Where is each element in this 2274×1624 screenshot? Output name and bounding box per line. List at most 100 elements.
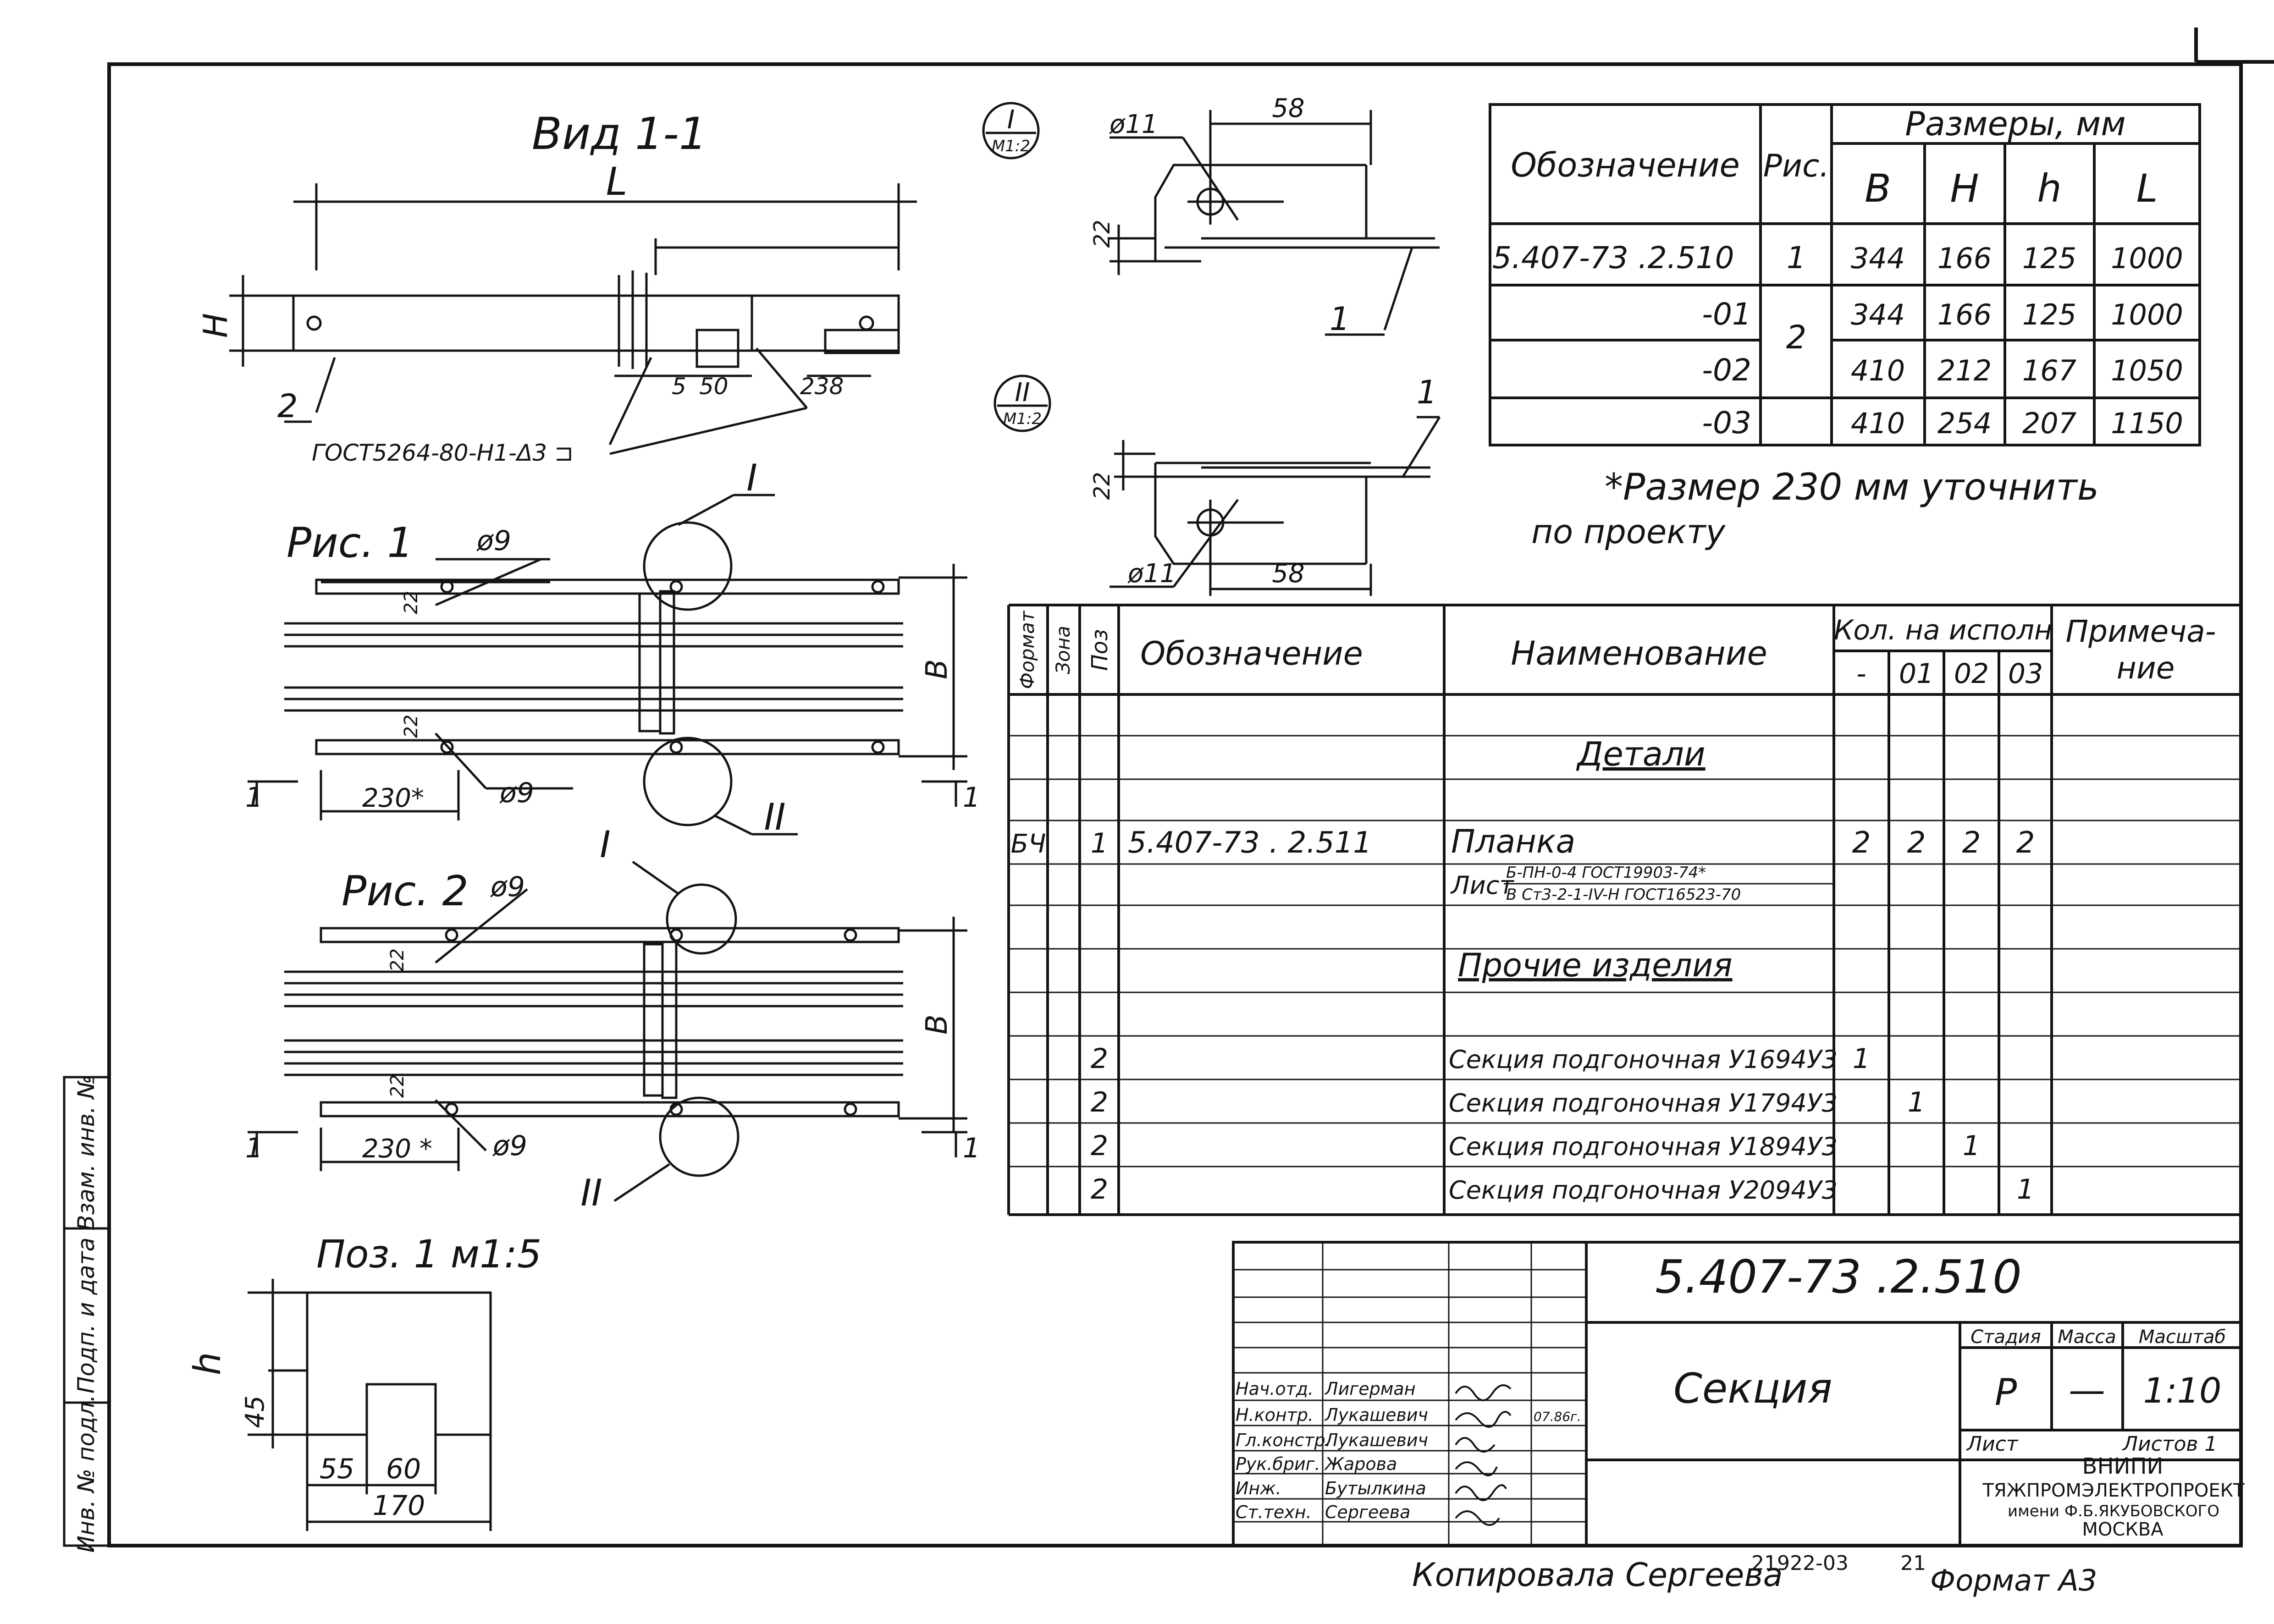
fig2-dim230: 230 * <box>362 1134 432 1164</box>
tb-name-3: Лукашевич <box>1324 1430 1428 1450</box>
fig1-title: Рис. 1 <box>287 519 414 567</box>
bottom-lines: Копировала Сергеева 21922-03 21 Формат А… <box>1412 1552 2097 1598</box>
dims-row3-H: 212 <box>1937 354 1992 387</box>
fig2-d9-bottom: ø9 <box>492 1130 527 1162</box>
detail2-pos: 1 <box>1417 374 1437 411</box>
spec-head-note-line2: ние <box>2117 650 2175 686</box>
fig2-callout-I: I <box>600 823 611 866</box>
detail1-num: I <box>1007 105 1015 135</box>
tb-name-1: Лигерман <box>1324 1379 1416 1399</box>
tb-mass-label: Масса <box>2058 1327 2116 1348</box>
side-stamp: Инв. № подл. Подп. и дата Взам. инв. № <box>63 1075 110 1552</box>
dims-merged-fig: 2 <box>1786 319 1807 356</box>
dim-L: L <box>606 159 628 204</box>
plank-designation: 5.407-73 . 2.511 <box>1128 826 1372 860</box>
dims-row1-L: 1000 <box>2111 242 2183 275</box>
fig2-holes <box>445 928 857 1116</box>
dims-row1-B: 344 <box>1851 242 1905 275</box>
dimensions-table: Обозначение Рис. Размеры, мм В Н h L 5.4… <box>1489 103 2201 446</box>
tb-signatures <box>1455 1384 1512 1526</box>
spec-table: Формат Зона Поз Обозначение Наименование… <box>1007 604 2241 1216</box>
plank-qty-3: 2 <box>2016 826 2035 860</box>
dims-col-H: Н <box>1950 166 1979 211</box>
dims-row2-designation: -01 <box>1702 297 1751 332</box>
dims-col-L: L <box>2136 166 2158 211</box>
fig1-dim22-top: 22 <box>401 591 422 614</box>
dims-row1-designation: 5.407-73 .2.510 <box>1492 240 1734 275</box>
fig2-section-left: 1 <box>245 1132 263 1164</box>
spec-head-designation: Обозначение <box>1140 635 1363 672</box>
detail2-scale: М1:2 <box>1003 410 1042 428</box>
tb-doc-number: 5.407-73 .2.510 <box>1655 1250 2021 1304</box>
tb-scale-label: Масштаб <box>2139 1327 2226 1348</box>
detail2-num: II <box>1015 378 1030 407</box>
note-line2: по проекту <box>1531 512 1726 551</box>
item1-qty: 1 <box>1853 1043 1870 1075</box>
fig1-d9-top: ø9 <box>476 525 511 557</box>
tb-name-5: Бутылкина <box>1325 1478 1426 1498</box>
tb-scale: 1:10 <box>2143 1370 2222 1411</box>
detail2-dim58: 58 <box>1272 559 1304 589</box>
tb-role-5: Инж. <box>1236 1478 1281 1498</box>
fig2-dim-B: В <box>920 1014 954 1035</box>
fig2-dim22-top: 22 <box>387 948 408 972</box>
fig1-callout-II: II <box>764 796 785 838</box>
detail-I: I М1:2 ø11 58 22 1 <box>982 94 1440 338</box>
pos1-dim55: 55 <box>320 1453 354 1485</box>
item3-pos: 2 <box>1091 1130 1108 1162</box>
item4-pos: 2 <box>1091 1173 1108 1206</box>
fig1-section-right: 1 <box>963 782 980 814</box>
fig1-section-left: 1 <box>245 782 263 814</box>
pos1-dim60: 60 <box>386 1453 421 1485</box>
tb-doc-title: Секция <box>1673 1365 1832 1413</box>
detail1-dim22: 22 <box>1089 220 1115 248</box>
fig2-dim22-bottom: 22 <box>387 1074 408 1098</box>
dims-head-designation: Обозначение <box>1511 146 1740 184</box>
item2-qty: 1 <box>1908 1086 1925 1118</box>
fig2-callout-II: II <box>580 1172 602 1214</box>
fig2-d9-top: ø9 <box>490 871 525 903</box>
spec-section-details: Детали <box>1576 735 1705 773</box>
note-line1: *Размер 230 мм уточнить <box>1605 466 2099 508</box>
dims-row3-h: 167 <box>2022 354 2076 387</box>
figure-1: Рис. 1 <box>245 457 980 838</box>
dims-row2-L: 1000 <box>2111 298 2183 331</box>
tb-org-3: имени Ф.Б.ЯКУБОВСКОГО <box>2008 1502 2219 1520</box>
material-top: Б-ПН-0-4 ГОСТ19903-74* <box>1506 864 1706 882</box>
dims-row4-H: 254 <box>1937 407 1992 440</box>
title-block: 5.407-73 .2.510 Секция Стадия Масса Масш… <box>1232 1241 2245 1547</box>
dims-row3-designation: -02 <box>1702 352 1751 388</box>
pos1-dim45: 45 <box>240 1395 270 1428</box>
tb-stage: Р <box>1995 1371 2017 1414</box>
pos1-dim170: 170 <box>373 1490 425 1522</box>
item1-name: Секция подгоночная У1694У3 <box>1449 1045 1838 1074</box>
tb-role-6: Ст.техн. <box>1236 1502 1312 1522</box>
dims-row1-H: 166 <box>1937 242 1992 275</box>
spec-head-qty-0: - <box>1856 658 1866 690</box>
spec-section-other: Прочие изделия <box>1458 947 1733 984</box>
tb-org-1: ВНИПИ <box>2082 1453 2164 1479</box>
plank-pos: 1 <box>1091 827 1108 859</box>
item3-name: Секция подгоночная У1894У3 <box>1449 1132 1838 1161</box>
tb-role-1: Нач.отд. <box>1236 1379 1314 1399</box>
weld-gost: ГОСТ5264-80-Н1-Δ3 ⊐ <box>312 440 574 466</box>
dims-head-fig: Рис. <box>1763 148 1829 184</box>
material-bottom: В Ст3-2-1-IV-Н ГОСТ16523-70 <box>1506 886 1741 904</box>
detail2-d11: ø11 <box>1127 559 1176 589</box>
tb-role-2: Н.контр. <box>1236 1405 1314 1425</box>
spec-head-qty-3: 03 <box>2008 658 2043 690</box>
pos-2-label: 2 <box>277 387 298 425</box>
fig1-d9-bottom: ø9 <box>499 777 534 809</box>
tb-staff: Нач.отд. Лигерман Н.контр. Лукашевич Гл.… <box>1236 1379 1428 1522</box>
tb-stage-label: Стадия <box>1970 1327 2041 1348</box>
item2-pos: 2 <box>1091 1086 1108 1118</box>
dim-50: 50 <box>699 373 729 400</box>
dims-col-B: В <box>1865 166 1891 211</box>
stamp-sign: Подп. и дата <box>73 1238 99 1394</box>
item4-qty: 1 <box>2017 1173 2034 1206</box>
tb-org-2: ТЯЖПРОМЭЛЕКТРОПРОЕКТ <box>1982 1480 2245 1501</box>
plank-qty-0: 2 <box>1852 826 1871 860</box>
dims-col-h: h <box>2037 166 2061 211</box>
spec-head-qty: Кол. на исполн <box>1834 614 2052 646</box>
